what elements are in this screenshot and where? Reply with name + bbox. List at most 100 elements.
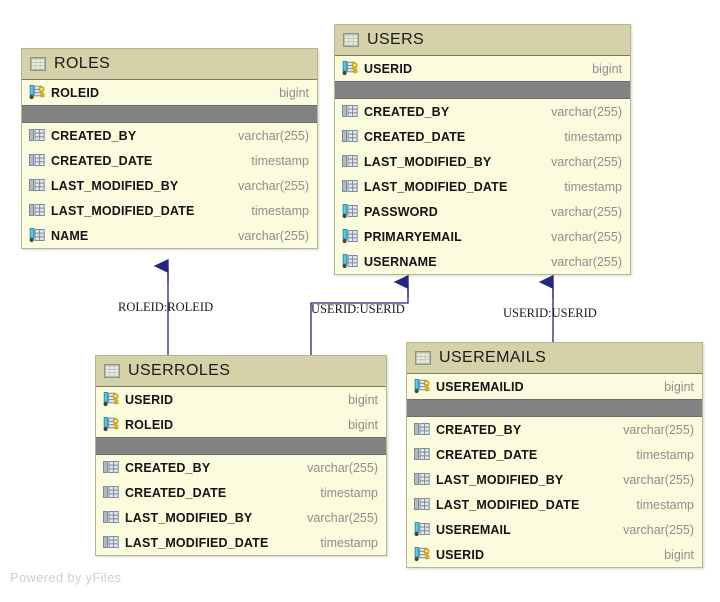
- column-name: USERID: [364, 61, 413, 76]
- column-type: bigint: [348, 417, 378, 432]
- entity-title: USERROLES: [128, 362, 231, 379]
- entity-header[interactable]: USERROLES: [96, 356, 386, 387]
- column-icon: [342, 179, 358, 194]
- indexed-column-icon: [29, 228, 45, 243]
- column-type: bigint: [664, 379, 694, 394]
- powered-by-watermark: Powered by yFiles: [10, 570, 122, 585]
- column-name: USERNAME: [364, 254, 437, 269]
- column-type: bigint: [664, 547, 694, 562]
- section-divider: [96, 437, 386, 455]
- column-name: CREATED_DATE: [125, 485, 227, 500]
- edge-label-userid-userid-useremails: USERID:USERID: [503, 306, 597, 320]
- column-name: LAST_MODIFIED_DATE: [125, 535, 269, 550]
- column-icon: [29, 128, 45, 143]
- primary-key-column-icon: [342, 61, 358, 76]
- column-type: timestamp: [636, 447, 694, 462]
- column-type: bigint: [279, 85, 309, 100]
- primary-key-column-icon: [414, 379, 430, 394]
- column-name: CREATED_DATE: [51, 153, 153, 168]
- column-name: LAST_MODIFIED_BY: [51, 178, 179, 193]
- column-row[interactable]: USEREMAIL varchar(255): [407, 517, 702, 542]
- column-name: CREATED_DATE: [364, 129, 466, 144]
- table-icon: [104, 363, 120, 379]
- column-row[interactable]: CREATED_DATE timestamp: [22, 148, 317, 173]
- column-type: varchar(255): [551, 104, 622, 119]
- column-row[interactable]: LAST_MODIFIED_DATE timestamp: [407, 492, 702, 517]
- column-name: PRIMARYEMAIL: [364, 229, 462, 244]
- column-type: varchar(255): [551, 154, 622, 169]
- edge-userroles-to-users: [310, 274, 409, 355]
- column-type: timestamp: [251, 203, 309, 218]
- table-icon: [30, 56, 46, 72]
- edge-label-roleid-roleid: ROLEID:ROLEID: [118, 300, 214, 314]
- column-icon: [103, 535, 119, 550]
- indexed-column-icon: [342, 229, 358, 244]
- indexed-column-icon: [414, 522, 430, 537]
- column-name: USEREMAIL: [436, 522, 511, 537]
- section-divider: [335, 81, 630, 99]
- column-type: timestamp: [564, 129, 622, 144]
- column-row[interactable]: CREATED_BY varchar(255): [335, 99, 630, 124]
- column-icon: [414, 497, 430, 512]
- primary-key-column-icon: [103, 392, 119, 407]
- column-row[interactable]: LAST_MODIFIED_DATE timestamp: [22, 198, 317, 223]
- column-type: bigint: [592, 61, 622, 76]
- column-icon: [342, 104, 358, 119]
- column-type: timestamp: [251, 153, 309, 168]
- column-type: timestamp: [636, 497, 694, 512]
- column-type: varchar(255): [238, 228, 309, 243]
- entity-header[interactable]: USEREMAILS: [407, 343, 702, 374]
- primary-key-column-icon: [103, 417, 119, 432]
- column-row[interactable]: ROLEID bigint: [22, 80, 317, 105]
- column-name: CREATED_BY: [364, 104, 450, 119]
- entity-title: ROLES: [54, 55, 111, 72]
- column-type: timestamp: [320, 485, 378, 500]
- section-divider: [22, 105, 317, 123]
- column-type: varchar(255): [551, 254, 622, 269]
- column-row[interactable]: CREATED_DATE timestamp: [96, 480, 386, 505]
- section-divider: [407, 399, 702, 417]
- entity-header[interactable]: ROLES: [22, 49, 317, 80]
- column-row[interactable]: USERID bigint: [335, 56, 630, 81]
- column-name: LAST_MODIFIED_BY: [436, 472, 564, 487]
- primary-key-column-icon: [29, 85, 45, 100]
- column-row[interactable]: CREATED_DATE timestamp: [335, 124, 630, 149]
- column-name: LAST_MODIFIED_DATE: [436, 497, 580, 512]
- column-name: ROLEID: [51, 85, 100, 100]
- column-type: timestamp: [564, 179, 622, 194]
- entity-title: USEREMAILS: [439, 349, 547, 366]
- entity-header[interactable]: USERS: [335, 25, 630, 56]
- column-name: LAST_MODIFIED_BY: [125, 510, 253, 525]
- column-type: varchar(255): [623, 522, 694, 537]
- column-row[interactable]: USERNAME varchar(255): [335, 249, 630, 274]
- column-name: LAST_MODIFIED_DATE: [51, 203, 195, 218]
- column-name: USERID: [125, 392, 174, 407]
- primary-key-section: ROLEID bigint: [22, 80, 317, 105]
- primary-key-column-icon: [414, 547, 430, 562]
